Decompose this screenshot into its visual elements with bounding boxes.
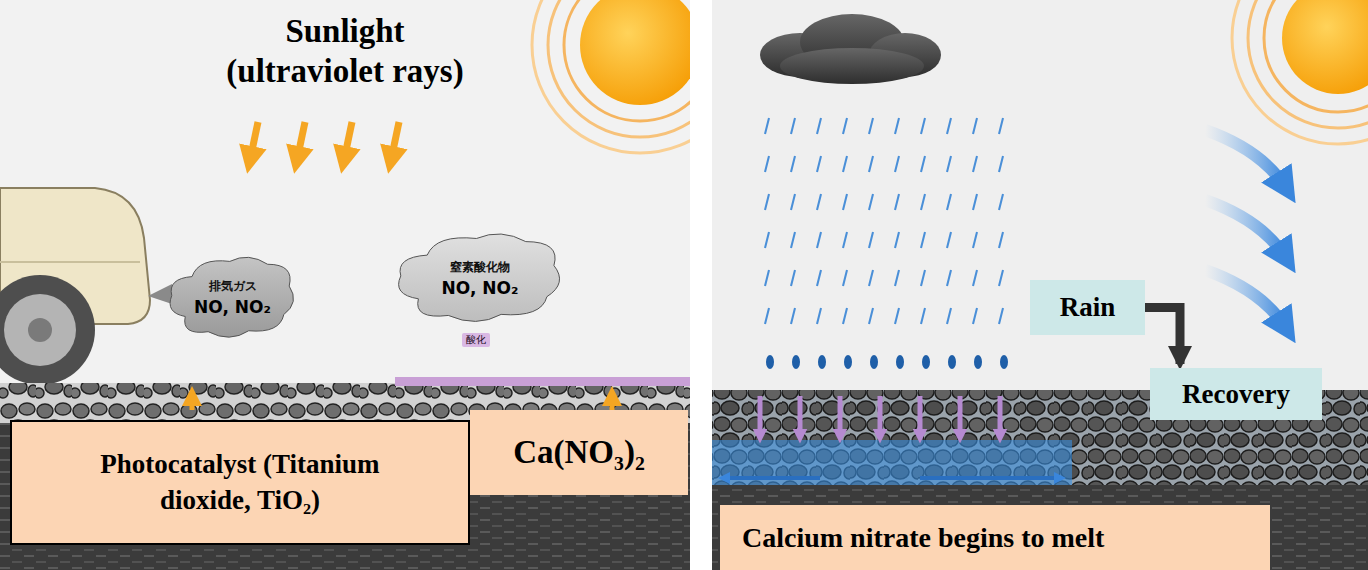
dissolve-arrows [998, 396, 1003, 436]
panel-ground [712, 0, 1368, 570]
dissolve-arrows [760, 396, 1000, 436]
flow-arrows [724, 476, 820, 480]
sun [1282, 0, 1368, 94]
rain-drops [844, 355, 852, 369]
uv-arrows [344, 122, 352, 160]
rain-drops [766, 355, 774, 369]
sun [580, 0, 690, 105]
note-box: Calcium nitrate begins to melt [720, 505, 1270, 570]
wind-arrows [1205, 200, 1286, 258]
panel-ground [0, 0, 690, 570]
uv-arrows [250, 122, 399, 160]
box-subtext: NO, NO₂ [442, 278, 519, 298]
exhaust-cloud: 排気ガス NO, NO₂ [165, 250, 300, 345]
dissolve-arrows [758, 396, 763, 436]
rain-drops [974, 355, 982, 369]
cloud-outline [399, 234, 560, 321]
sun [548, 0, 690, 137]
sun [1248, 0, 1368, 128]
uv-arrows [391, 122, 399, 160]
flow-arrows [724, 476, 1060, 480]
car [0, 188, 172, 385]
sun [532, 0, 690, 153]
rain-drops [1000, 355, 1008, 369]
small-arrows [190, 396, 195, 410]
rainwater [712, 440, 1072, 485]
flow-arrow [1145, 308, 1180, 365]
car [28, 318, 52, 342]
box-text: Calcium nitrate begins to melt [742, 522, 1104, 554]
car [148, 284, 172, 304]
wind-arrows [1205, 130, 1286, 328]
box-text: Rain [1060, 292, 1116, 323]
rain-drops [792, 355, 800, 369]
rain-cloud [760, 14, 941, 84]
wind-arrows [1205, 270, 1286, 328]
nox-cloud: 窒素酸化物 NO, NO₂ [392, 226, 568, 330]
car [4, 294, 76, 366]
rain-drops [870, 355, 878, 369]
wind-arrows [1205, 130, 1286, 188]
rain-drops [948, 355, 956, 369]
box-text: 窒素酸化物 [450, 259, 510, 276]
material-box: Photocatalyst (Titanium dioxide, TiO₂) [10, 420, 470, 545]
rain-streaks [755, 100, 1010, 345]
sun [1264, 0, 1368, 112]
rain-drops [766, 355, 1008, 369]
dissolve-arrows [838, 396, 843, 436]
dissolve-arrows [958, 396, 963, 436]
sun [1232, 0, 1368, 144]
box-subtext: NO, NO₂ [194, 297, 271, 317]
small-arrows [192, 396, 612, 410]
road-base [712, 485, 1368, 570]
car [0, 275, 95, 385]
sun [1232, 0, 1368, 144]
title-label: Sunlight (ultraviolet rays) [195, 12, 495, 91]
box-text: Photocatalyst (Titanium dioxide, TiO₂) [40, 447, 440, 517]
rain-drops [818, 355, 826, 369]
box-text: Recovery [1182, 379, 1290, 410]
sun [532, 0, 690, 153]
box-text: 排気ガス [209, 278, 257, 295]
compound-box: Ca(NO₃)₂ [470, 410, 688, 495]
stage-box: Rain [1030, 280, 1145, 335]
rain-cloud [780, 48, 924, 84]
rain-drops [922, 355, 930, 369]
sun [564, 0, 690, 121]
dissolve-arrows [918, 396, 923, 436]
stage-box: Recovery [1150, 368, 1322, 420]
cloud-outline [170, 257, 293, 337]
process-tag: 酸化 [462, 333, 490, 347]
dissolve-arrows [878, 396, 883, 436]
uv-arrows [250, 122, 258, 160]
car [0, 261, 140, 263]
rain-drops [896, 355, 904, 369]
uv-arrows [297, 122, 305, 160]
panel-divider [690, 0, 712, 570]
small-arrows [610, 396, 615, 410]
box-text: Ca(NO₃)₂ [513, 434, 645, 471]
nitrate-coating [395, 377, 690, 386]
flow-arrows [920, 476, 1060, 480]
dissolve-arrows [798, 396, 803, 436]
